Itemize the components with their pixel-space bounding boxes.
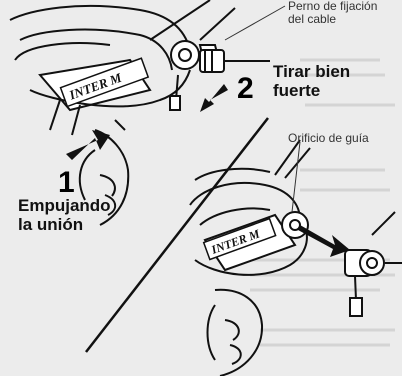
label-cable-bolt-line2: del cable xyxy=(288,12,337,26)
step-number-2: 2 xyxy=(237,72,254,105)
label-guide-hole: Orificio de guía xyxy=(288,131,369,145)
label-pull-line1: Tirar bien xyxy=(273,62,351,81)
arrow-2 xyxy=(200,84,228,112)
label-push-line1: Empujando xyxy=(18,196,111,215)
top-cable-bolt xyxy=(199,49,270,73)
separator-line xyxy=(85,117,269,353)
faded-background-lines xyxy=(250,58,395,347)
label-pull: Tirar bien fuerte xyxy=(273,62,350,100)
label-push: Empujando la unión xyxy=(18,196,111,234)
label-push-line2: la unión xyxy=(18,215,84,234)
label-cable-bolt: Perno de fijación del cable xyxy=(288,0,377,26)
bottom-hand-drawing xyxy=(206,288,264,376)
arrow-1 xyxy=(66,130,110,160)
leader-lines xyxy=(224,5,301,213)
label-cable-bolt-line1: Perno de fijación xyxy=(288,0,378,13)
top-hand-drawing xyxy=(78,119,130,226)
arrow-guide-out xyxy=(298,225,350,257)
label-pull-line2: fuerte xyxy=(273,81,321,100)
bottom-cable-bolt xyxy=(344,211,402,317)
step-number-1: 1 xyxy=(58,166,75,199)
